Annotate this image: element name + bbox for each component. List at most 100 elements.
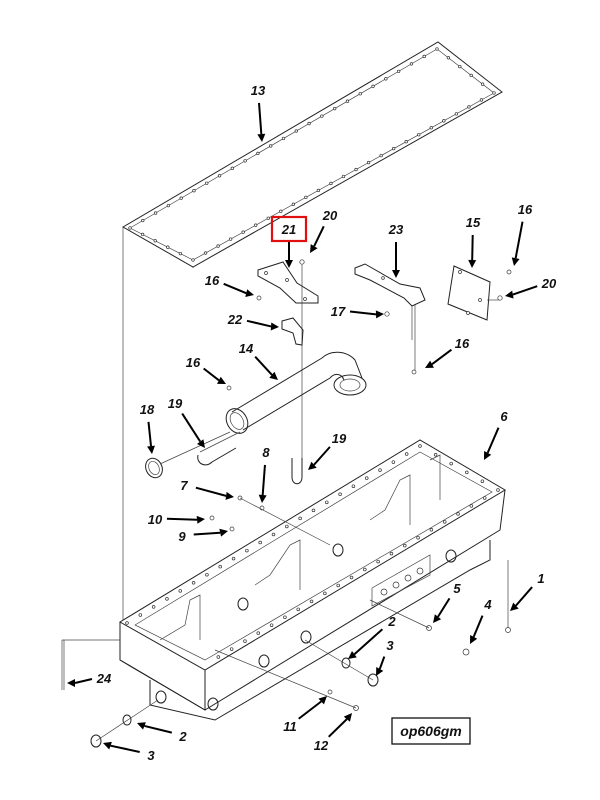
fastener-parts [209,495,331,546]
callout-arrowhead [225,491,234,500]
figure-id-box: op606gm [391,717,471,745]
suction-tube-part [199,351,367,453]
callout-arrowhead [219,528,228,537]
gasket-hole [316,188,321,193]
pan-flange-hole [178,589,183,593]
callout-arrowhead [392,270,400,278]
callout-label: 3 [147,748,155,763]
gasket-hole [179,196,183,200]
gasket-hole [366,160,371,165]
callout-10: 10 [148,512,205,527]
callout-arrowhead [196,515,205,524]
gasket-hole [379,153,383,158]
callout-16: 16 [511,202,533,266]
pan-flange-hole [283,615,287,620]
callout-arrowhead [269,371,278,380]
gasket-hole [479,98,484,102]
callout-6: 6 [484,409,508,460]
callout-arrow [193,531,221,536]
gasket-hole [458,64,462,69]
callout-23: 23 [388,222,404,278]
pan-flange-hole [336,583,340,588]
pan-flange-hole [376,559,380,564]
callout-17: 17 [331,304,384,319]
callout-label: 10 [148,512,163,527]
gasket-hole [345,99,350,103]
callout-19: 19 [168,396,205,448]
pan-flange-hole [389,551,394,556]
callout-19: 19 [308,431,347,470]
callout-arrow [166,517,198,521]
callout-arrow [74,678,93,684]
pan-flange-hole [433,453,438,457]
gasket-hole [205,181,209,185]
pan-flange-hole [229,647,234,651]
pan-flange-hole [363,567,367,572]
gasket-hole [254,223,258,227]
callout-14: 14 [239,341,278,380]
callout-arrow [181,413,202,443]
pan-flange-hole [258,540,262,545]
drain-plug-parts [90,699,159,748]
gasket-hole [269,144,273,148]
gasket-hole [153,211,158,215]
callout-arrowhead [310,244,318,253]
callout-label: 23 [388,222,404,237]
gasket-hole [230,166,234,170]
callout-arrowhead [510,602,519,611]
drain-plug-parts [304,639,379,687]
pan-flange-hole [469,504,474,508]
gasket-hole [329,181,333,186]
callout-arrowhead [270,322,279,331]
pan-flange-hole [496,488,500,492]
callout-2: 2 [137,722,187,744]
gasket-hole [203,251,208,255]
callout-arrow [472,615,484,638]
pan-flange-hole [125,621,129,625]
callout-label: 2 [178,729,187,744]
callout-arrowhead [217,376,226,384]
pan-flange-hole [429,528,434,532]
pan-flange-hole [482,496,487,500]
callout-arrow [328,718,348,738]
callout-label: 12 [314,738,329,753]
stud-part [61,639,120,690]
gasket-hole [417,133,421,137]
gasket-hole [446,56,451,60]
callout-arrow [313,225,325,247]
callout-arrow [195,486,227,497]
gasket-hole [243,159,247,163]
callout-label: 9 [178,529,186,544]
callout-arrowhead [318,696,327,705]
callout-arrow [378,656,386,670]
callout-arrow [254,356,273,376]
callout-arrow [512,285,538,296]
callout-arrow [203,367,220,382]
callout-15: 15 [466,215,481,268]
callout-label: 16 [455,336,470,351]
gasket-hole [384,77,388,81]
pan-flange-hole [391,460,396,464]
callout-arrowhead [258,494,267,503]
callout-16: 16 [186,355,226,384]
callout-4: 4 [470,597,492,644]
callout-arrowhead [468,259,477,268]
pan-flange-hole [138,613,143,617]
plate-part [447,265,500,321]
callout-arrow [261,464,266,496]
callout-5: 5 [433,581,461,623]
pan-flange-hole [298,516,302,521]
gasket-hole [371,84,375,88]
callout-label: 19 [332,431,347,446]
callout-arrowhead [257,133,266,142]
gasket-hole [266,216,270,220]
gasket-hole [442,119,446,123]
callout-label: 3 [386,638,394,653]
pan-flange-hole [205,572,209,577]
gasket-hole [166,245,170,249]
gasket-hole [241,230,245,234]
pan-flange-hole [351,484,356,488]
gasket-hole [307,121,311,126]
pan-flange-hole [271,532,276,537]
callout-arrow [246,319,272,328]
